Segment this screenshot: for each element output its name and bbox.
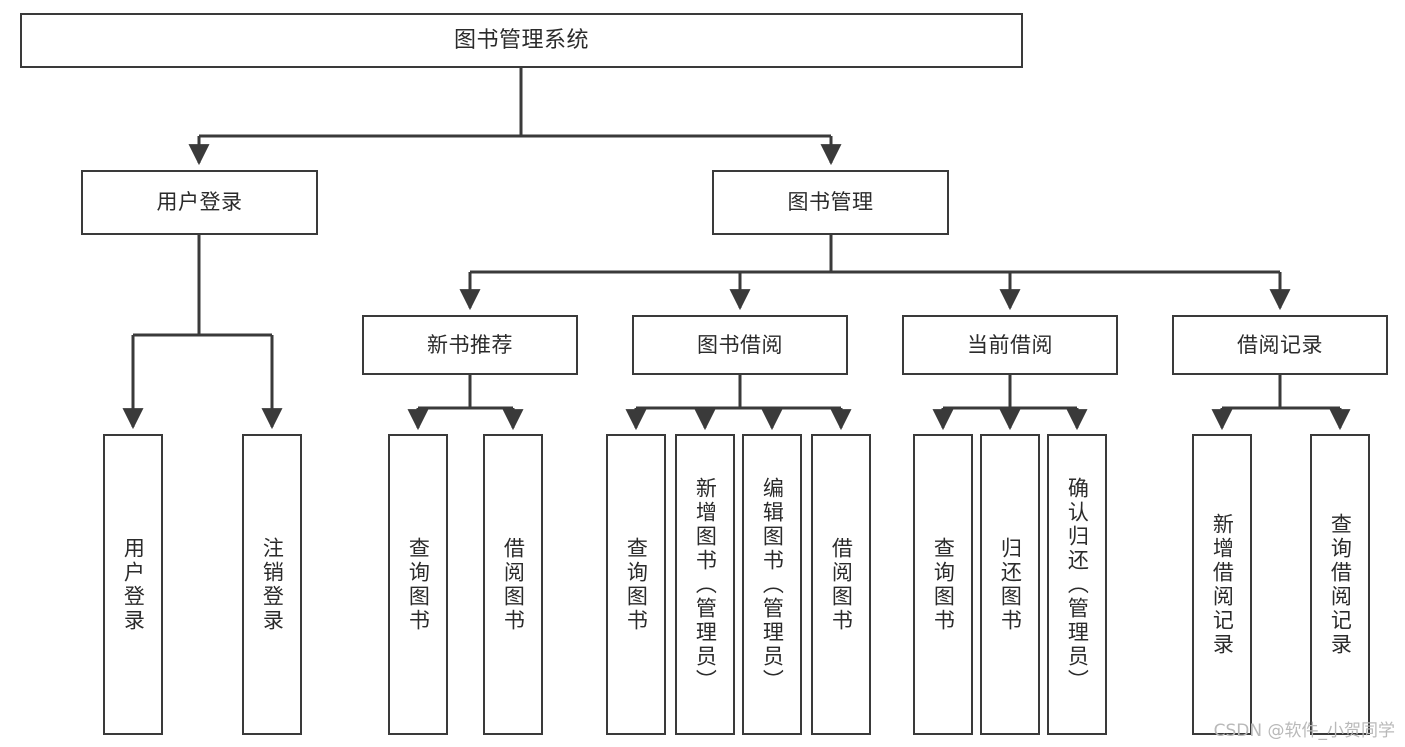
node-leaf-query-book-3[interactable]: 查询图书: [913, 434, 973, 735]
node-leaf-add-book-label: 新增图书（管理员）: [693, 476, 718, 693]
node-borrow-record[interactable]: 借阅记录: [1172, 315, 1388, 375]
node-leaf-query-book-3-label: 查询图书: [931, 536, 956, 633]
node-leaf-return-book-label: 归还图书: [998, 536, 1023, 633]
node-leaf-logout-label: 注销登录: [260, 536, 285, 633]
node-leaf-add-book[interactable]: 新增图书（管理员）: [675, 434, 735, 735]
node-leaf-query-record[interactable]: 查询借阅记录: [1310, 434, 1370, 735]
node-new-book-rec-label: 新书推荐: [427, 332, 513, 357]
node-leaf-borrow-book-2[interactable]: 借阅图书: [811, 434, 871, 735]
node-leaf-user-login-label: 用户登录: [121, 536, 146, 633]
node-leaf-add-record[interactable]: 新增借阅记录: [1192, 434, 1252, 735]
node-user-login[interactable]: 用户登录: [81, 170, 318, 235]
node-leaf-query-record-label: 查询借阅记录: [1328, 512, 1353, 657]
node-current-borrow-label: 当前借阅: [967, 332, 1053, 357]
node-leaf-borrow-book-2-label: 借阅图书: [829, 536, 854, 633]
node-leaf-query-book-2[interactable]: 查询图书: [606, 434, 666, 735]
node-leaf-edit-book-label: 编辑图书（管理员）: [760, 476, 785, 693]
watermark: CSDN @软件_小贺同学: [1213, 721, 1395, 741]
node-leaf-logout[interactable]: 注销登录: [242, 434, 302, 735]
node-leaf-confirm-return[interactable]: 确认归还（管理员）: [1047, 434, 1107, 735]
node-leaf-query-book-1-label: 查询图书: [406, 536, 431, 633]
node-book-manage[interactable]: 图书管理: [712, 170, 949, 235]
node-leaf-user-login[interactable]: 用户登录: [103, 434, 163, 735]
node-leaf-confirm-return-label: 确认归还（管理员）: [1065, 476, 1090, 693]
node-root[interactable]: 图书管理系统: [20, 13, 1023, 68]
node-root-label: 图书管理系统: [453, 27, 589, 53]
node-leaf-query-book-2-label: 查询图书: [624, 536, 649, 633]
node-leaf-query-book-1[interactable]: 查询图书: [388, 434, 448, 735]
node-new-book-rec[interactable]: 新书推荐: [362, 315, 578, 375]
node-leaf-return-book[interactable]: 归还图书: [980, 434, 1040, 735]
node-current-borrow[interactable]: 当前借阅: [902, 315, 1118, 375]
node-book-borrow-label: 图书借阅: [697, 332, 783, 357]
node-borrow-record-label: 借阅记录: [1237, 332, 1323, 357]
node-book-manage-label: 图书管理: [787, 190, 874, 215]
node-leaf-borrow-book-1-label: 借阅图书: [501, 536, 526, 633]
node-book-borrow[interactable]: 图书借阅: [632, 315, 848, 375]
node-leaf-borrow-book-1[interactable]: 借阅图书: [483, 434, 543, 735]
node-leaf-add-record-label: 新增借阅记录: [1210, 512, 1235, 657]
node-leaf-edit-book[interactable]: 编辑图书（管理员）: [742, 434, 802, 735]
node-user-login-label: 用户登录: [156, 190, 243, 215]
